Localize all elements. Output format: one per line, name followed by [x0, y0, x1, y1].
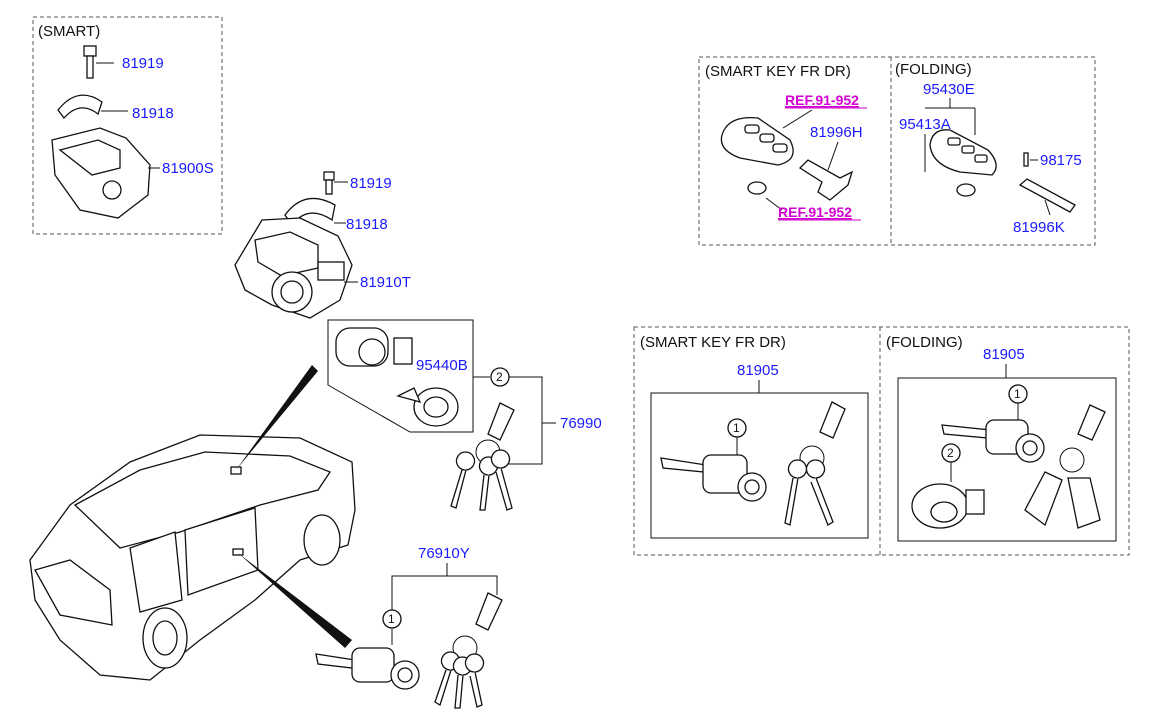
callout-number-2: 2: [496, 370, 503, 384]
ref-link-battery[interactable]: REF.91-952: [778, 204, 852, 220]
main-assembly: 81919 81918 81910T: [234, 171, 411, 319]
folding-ignition-part-icon: [911, 483, 985, 529]
lock-body-part-icon: [51, 127, 160, 219]
part-label-98175[interactable]: 98175: [1040, 152, 1082, 169]
part-label-81910t[interactable]: 81910T: [360, 274, 411, 291]
folding-key-fob-part-icon: [929, 129, 997, 176]
smart-key-set-part-icon: [784, 401, 846, 526]
coin-battery-part-icon: [747, 181, 767, 195]
battery-cap-part-icon: [1023, 152, 1029, 167]
door-lock-group: 76910Y 1: [315, 545, 503, 709]
part-label-81919[interactable]: 81919: [350, 175, 392, 192]
fob-panel-top: (SMART KEY FR DR) REF.91-952 81996H REF.…: [698, 56, 1096, 246]
callout-number-1-folding: 1: [1014, 387, 1021, 401]
lock-cylinder-part-icon: [335, 327, 413, 367]
callout-number-1-smart: 1: [733, 421, 740, 435]
part-label-81996k[interactable]: 81996K: [1013, 219, 1065, 236]
smart-box: (SMART) 81919 81918 81900S: [32, 16, 223, 235]
part-label-81996h[interactable]: 81996H: [810, 124, 863, 141]
smart-lock-cylinder-part-icon: [660, 454, 767, 502]
ref-link-smart-key[interactable]: REF.91-952: [785, 92, 859, 108]
part-label-81918-smart[interactable]: 81918: [132, 105, 174, 122]
callout-number-1: 1: [388, 612, 395, 626]
door-handle-marker: [232, 548, 244, 556]
folding-header-bottom: (FOLDING): [886, 334, 963, 351]
bracket-part-icon: [57, 94, 128, 120]
bolt-part-icon: [323, 171, 348, 195]
pointer-wedge-door: [238, 553, 352, 648]
part-label-95413a[interactable]: 95413A: [899, 116, 951, 133]
part-label-95440b[interactable]: 95440B: [416, 357, 468, 374]
ignition-location-marker: [230, 466, 242, 475]
smart-key-fr-dr-header-bottom: (SMART KEY FR DR): [640, 334, 786, 351]
callout-number-2-folding: 2: [947, 446, 954, 460]
emergency-key-part-icon: [798, 159, 854, 201]
folding-header-top: (FOLDING): [895, 61, 972, 78]
folding-lock-cylinder-part-icon: [941, 419, 1045, 463]
part-label-76910y[interactable]: 76910Y: [418, 545, 470, 562]
part-label-95430e[interactable]: 95430E: [923, 81, 975, 98]
lock-set-panel-bottom: (SMART KEY FR DR) 81905 1 (FOLDING) 8190…: [633, 326, 1130, 556]
bolt-part-icon: [83, 45, 114, 79]
vehicle-illustration: [29, 434, 356, 681]
key-set-part-icon: [450, 402, 515, 511]
door-key-set-part-icon: [434, 592, 503, 709]
part-label-81900s[interactable]: 81900S: [162, 160, 214, 177]
smart-key-fr-dr-header-top: (SMART KEY FR DR): [705, 63, 851, 80]
folding-blade-part-icon: [1018, 178, 1076, 213]
pointer-wedge-ignition: [236, 365, 318, 470]
folding-fob-pair-part-icon: [1024, 404, 1106, 529]
fob-battery-part-icon: [956, 183, 976, 197]
smart-box-header: (SMART): [38, 23, 100, 40]
part-label-81905-smart[interactable]: 81905: [737, 362, 779, 379]
part-label-81918[interactable]: 81918: [346, 216, 388, 233]
door-lock-cylinder-part-icon: [315, 647, 420, 690]
part-label-81919-smart[interactable]: 81919: [122, 55, 164, 72]
part-label-81905-folding[interactable]: 81905: [983, 346, 1025, 363]
ignition-lock-group: 95440B 2 76990: [327, 319, 602, 511]
immobilizer-coil-part-icon: [396, 387, 459, 427]
smart-key-fob-part-icon: [720, 116, 794, 166]
part-label-76990[interactable]: 76990: [560, 415, 602, 432]
ignition-housing-part-icon: [234, 217, 358, 319]
